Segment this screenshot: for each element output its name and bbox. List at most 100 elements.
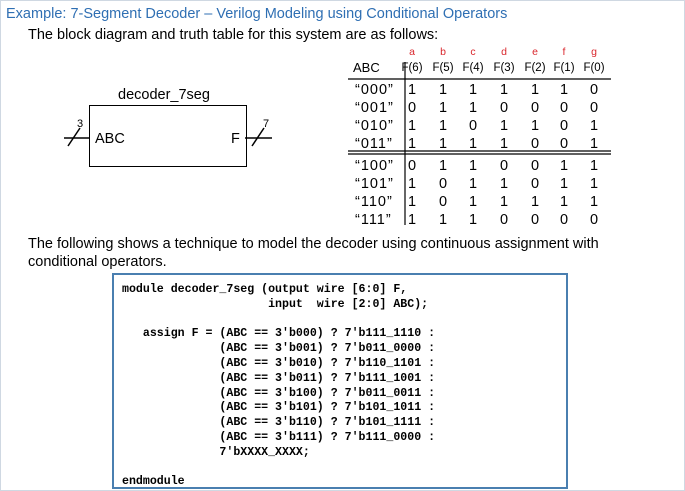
code-line xyxy=(122,461,435,476)
table-cell: 0 xyxy=(499,212,509,228)
input-port-label: ABC xyxy=(95,131,125,147)
output-bus-slash xyxy=(251,127,265,147)
row-input: “101” xyxy=(355,176,394,192)
row-input: “100” xyxy=(355,158,394,174)
segment-letter-b: b xyxy=(440,46,446,58)
table-cell: 0 xyxy=(530,136,540,152)
row-input: “011” xyxy=(355,136,393,152)
table-cell: 0 xyxy=(499,158,509,174)
table-cell: 1 xyxy=(589,158,599,174)
table-cell: 1 xyxy=(468,100,478,116)
table-cell: 1 xyxy=(438,212,448,228)
table-cell: 1 xyxy=(499,176,509,192)
table-cell: 1 xyxy=(468,194,478,210)
table-cell: 0 xyxy=(559,136,569,152)
code-line: (ABC == 3'b010) ? 7'b110_1101 : xyxy=(122,356,436,370)
output-port-label: F xyxy=(231,131,240,147)
code-line: (ABC == 3'b110) ? 7'b101_1111 : xyxy=(122,416,436,430)
row-input: “000” xyxy=(355,82,394,98)
description-paragraph: The following shows a technique to model… xyxy=(28,236,599,270)
code-line: (ABC == 3'b111) ? 7'b111_0000 : xyxy=(122,430,436,444)
block-name: decoder_7seg xyxy=(118,87,210,103)
intro-text: The block diagram and truth table for th… xyxy=(28,27,439,43)
segment-letter-c: c xyxy=(470,46,476,58)
code-line xyxy=(122,313,435,328)
verilog-code: module decoder_7seg (output wire [6:0] F… xyxy=(122,283,435,490)
table-cell: 1 xyxy=(589,136,599,152)
table-cell: 1 xyxy=(499,194,509,210)
table-cell: 1 xyxy=(438,118,448,134)
table-cell: 1 xyxy=(468,212,478,228)
segment-letter-e: e xyxy=(532,46,538,58)
table-cell: 1 xyxy=(407,118,417,134)
table-cell: 1 xyxy=(468,82,478,98)
table-cell: 1 xyxy=(499,82,509,98)
segment-letter-d: d xyxy=(501,46,507,58)
slide-title: Example: 7-Segment Decoder – Verilog Mod… xyxy=(6,6,508,22)
table-cell: 0 xyxy=(589,100,599,116)
table-cell: 0 xyxy=(559,118,569,134)
row-input: “111” xyxy=(355,212,392,228)
column-header: F(1) xyxy=(553,62,575,74)
column-header: F(5) xyxy=(432,62,454,74)
code-line: (ABC == 3'b100) ? 7'b011_0011 : xyxy=(122,386,436,400)
table-cell: 1 xyxy=(559,158,569,174)
table-cell: 1 xyxy=(530,118,540,134)
table-cell: 1 xyxy=(499,118,509,134)
table-cell: 1 xyxy=(499,136,509,152)
table-cell: 1 xyxy=(530,194,540,210)
code-line: (ABC == 3'b001) ? 7'b011_0000 : xyxy=(122,342,436,356)
table-cell: 1 xyxy=(438,158,448,174)
code-line: assign F = (ABC == 3'b000) ? 7'b111_1110… xyxy=(122,327,436,341)
table-cell: 1 xyxy=(407,212,417,228)
table-cell: 0 xyxy=(407,158,417,174)
table-cell: 1 xyxy=(438,82,448,98)
segment-letter-a: a xyxy=(409,46,415,58)
code-line: endmodule xyxy=(122,475,185,489)
output-bus-width: 7 xyxy=(263,118,270,130)
table-cell: 1 xyxy=(559,176,569,192)
table-cell: 0 xyxy=(438,176,448,192)
table-cell: 1 xyxy=(559,82,569,98)
table-cell: 0 xyxy=(589,212,599,228)
table-cell: 0 xyxy=(468,118,478,134)
table-cell: 0 xyxy=(438,194,448,210)
table-cell: 1 xyxy=(530,82,540,98)
code-line: (ABC == 3'b011) ? 7'b111_1001 : xyxy=(122,371,436,385)
table-cell: 1 xyxy=(468,176,478,192)
decoder-block xyxy=(89,105,247,167)
column-header: F(4) xyxy=(462,62,484,74)
table-cell: 1 xyxy=(407,82,417,98)
segment-letter-f: f xyxy=(562,46,566,58)
table-cell: 1 xyxy=(589,118,599,134)
code-box: module decoder_7seg (output wire [6:0] F… xyxy=(112,273,568,489)
code-line: input wire [2:0] ABC); xyxy=(122,297,429,311)
column-header: F(3) xyxy=(493,62,515,74)
table-cell: 0 xyxy=(589,82,599,98)
table-cell: 0 xyxy=(530,176,540,192)
table-input-header: ABC xyxy=(353,60,380,75)
table-cell: 1 xyxy=(438,136,448,152)
column-header: F(6) xyxy=(401,62,423,74)
row-input: “001” xyxy=(355,100,394,116)
input-bus-slash xyxy=(67,127,81,147)
table-cell: 0 xyxy=(559,100,569,116)
table-cell: 0 xyxy=(530,158,540,174)
table-cell: 1 xyxy=(438,100,448,116)
table-cell: 0 xyxy=(559,212,569,228)
table-cell: 0 xyxy=(530,100,540,116)
table-cell: 1 xyxy=(589,194,599,210)
table-cell: 0 xyxy=(407,100,417,116)
table-cell: 1 xyxy=(589,176,599,192)
code-line: module decoder_7seg (output wire [6:0] F… xyxy=(122,283,408,296)
table-cell: 0 xyxy=(530,212,540,228)
table-cell: 1 xyxy=(468,158,478,174)
code-line: (ABC == 3'b101) ? 7'b101_1011 : xyxy=(122,401,436,415)
input-bus-width: 3 xyxy=(77,118,84,130)
column-header: F(0) xyxy=(583,62,605,74)
column-header: F(2) xyxy=(524,62,546,74)
table-cell: 1 xyxy=(559,194,569,210)
table-cell: 1 xyxy=(468,136,478,152)
segment-letter-g: g xyxy=(591,46,597,58)
